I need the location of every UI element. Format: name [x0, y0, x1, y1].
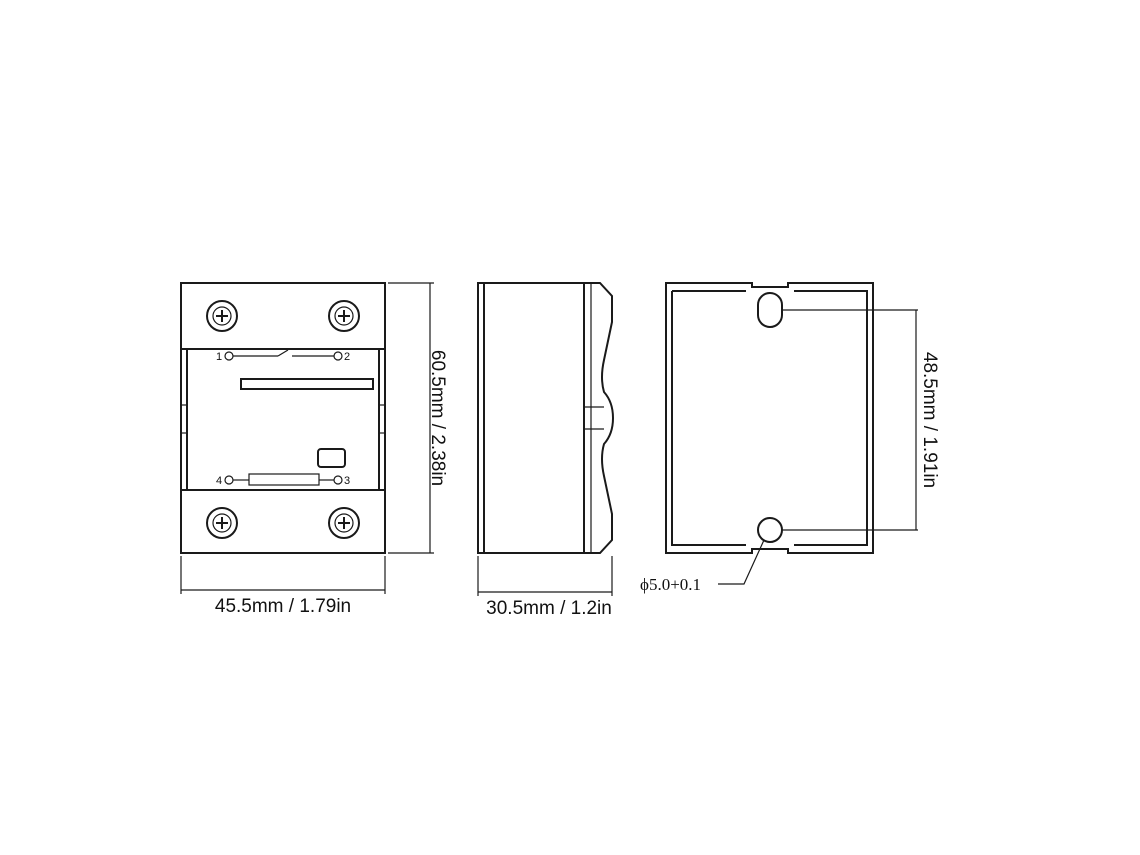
terminal-3-icon — [333, 475, 343, 485]
screw-top-right-icon — [328, 300, 360, 332]
terminal-3-label: 3 — [344, 475, 350, 487]
coil-symbol — [248, 473, 320, 486]
indicator-window — [317, 448, 346, 468]
screw-top-left-icon — [206, 300, 238, 332]
side-view: 30.5mm / 1.2in — [477, 282, 615, 619]
terminal-4-icon — [224, 475, 234, 485]
mounting-slot-top — [757, 292, 783, 328]
back-inner-rim — [671, 290, 868, 546]
terminal-2-label: 2 — [344, 351, 350, 363]
hole-diameter-dimension: ϕ5.0+0.1 — [640, 575, 701, 594]
front-left-latch — [180, 404, 188, 434]
mounting-hole-bottom — [757, 517, 783, 543]
back-view: 48.5mm / 1.91in ϕ5.0+0.1 — [640, 282, 940, 594]
front-height-dimension: 60.5mm / 2.38in — [427, 350, 448, 486]
screw-bottom-right-icon — [328, 507, 360, 539]
side-body-outline — [477, 282, 615, 554]
front-right-latch — [378, 404, 386, 434]
screw-bottom-left-icon — [206, 507, 238, 539]
terminal-1-icon — [224, 351, 234, 361]
front-view: 1 2 4 3 45.5mm / 1.79in 60.5mm / 2.38in — [180, 282, 448, 617]
switch-contact-blade — [277, 349, 289, 357]
front-label-slot — [240, 378, 374, 390]
terminal-4-label: 4 — [216, 475, 222, 487]
back-body-outline — [665, 282, 874, 554]
hole-spacing-dimension: 48.5mm / 1.91in — [919, 352, 940, 488]
front-width-dimension: 45.5mm / 1.79in — [215, 596, 351, 617]
terminal-1-label: 1 — [216, 351, 222, 363]
terminal-2-icon — [333, 351, 343, 361]
side-depth-dimension: 30.5mm / 1.2in — [486, 598, 612, 619]
hole-diameter-leader — [718, 539, 765, 585]
